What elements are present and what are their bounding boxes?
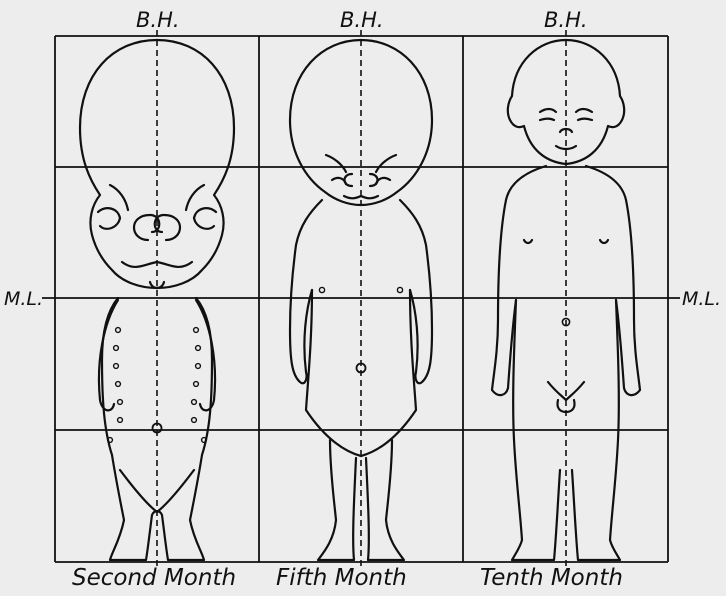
bh-label-fifth-month: B.H. <box>340 10 384 31</box>
caption-tenth-month: Tenth Month <box>480 567 623 590</box>
midline-label-right: M.L. <box>682 290 721 309</box>
bh-label-second-month: B.H. <box>136 10 180 31</box>
caption-fifth-month: Fifth Month <box>276 567 407 590</box>
caption-second-month: Second Month <box>72 567 236 590</box>
midline-label-left: M.L. <box>4 290 43 309</box>
bh-label-tenth-month: B.H. <box>544 10 588 31</box>
